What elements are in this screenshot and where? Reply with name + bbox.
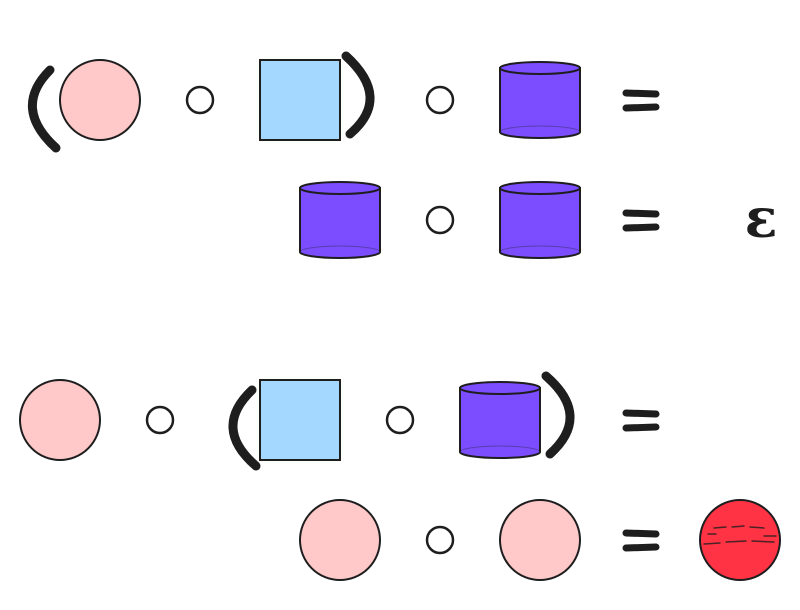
pink-circle-icon bbox=[299, 499, 381, 581]
open-paren-icon bbox=[228, 385, 261, 471]
epsilon-symbol: ε bbox=[744, 186, 778, 250]
equals-sign-icon bbox=[622, 409, 660, 432]
pink-circle-icon bbox=[499, 499, 581, 581]
blue-square-icon bbox=[259, 379, 341, 461]
equation-row-1 bbox=[27, 51, 660, 153]
pink-circle-icon bbox=[59, 59, 141, 141]
close-paren-icon bbox=[341, 51, 375, 139]
equation-row-3 bbox=[19, 371, 660, 471]
compose-operator-icon bbox=[425, 85, 455, 115]
compose-operator-icon bbox=[145, 405, 175, 435]
equals-sign-icon bbox=[622, 89, 660, 112]
red-circle-icon bbox=[699, 499, 781, 581]
equation-row-2 bbox=[299, 181, 660, 259]
open-paren-icon bbox=[27, 65, 61, 153]
pink-circle-icon bbox=[19, 379, 101, 461]
equals-sign-icon bbox=[622, 209, 660, 232]
equation-row-4 bbox=[299, 499, 781, 581]
purple-cylinder-icon bbox=[299, 181, 381, 259]
purple-cylinder-icon bbox=[499, 61, 581, 139]
purple-cylinder-icon bbox=[499, 181, 581, 259]
compose-operator-icon bbox=[425, 205, 455, 235]
purple-cylinder-icon bbox=[459, 381, 541, 459]
blue-square-icon bbox=[259, 59, 341, 141]
compose-operator-icon bbox=[385, 405, 415, 435]
compose-operator-icon bbox=[425, 525, 455, 555]
close-paren-icon bbox=[541, 371, 575, 459]
compose-operator-icon bbox=[185, 85, 215, 115]
equals-sign-icon bbox=[622, 529, 660, 552]
